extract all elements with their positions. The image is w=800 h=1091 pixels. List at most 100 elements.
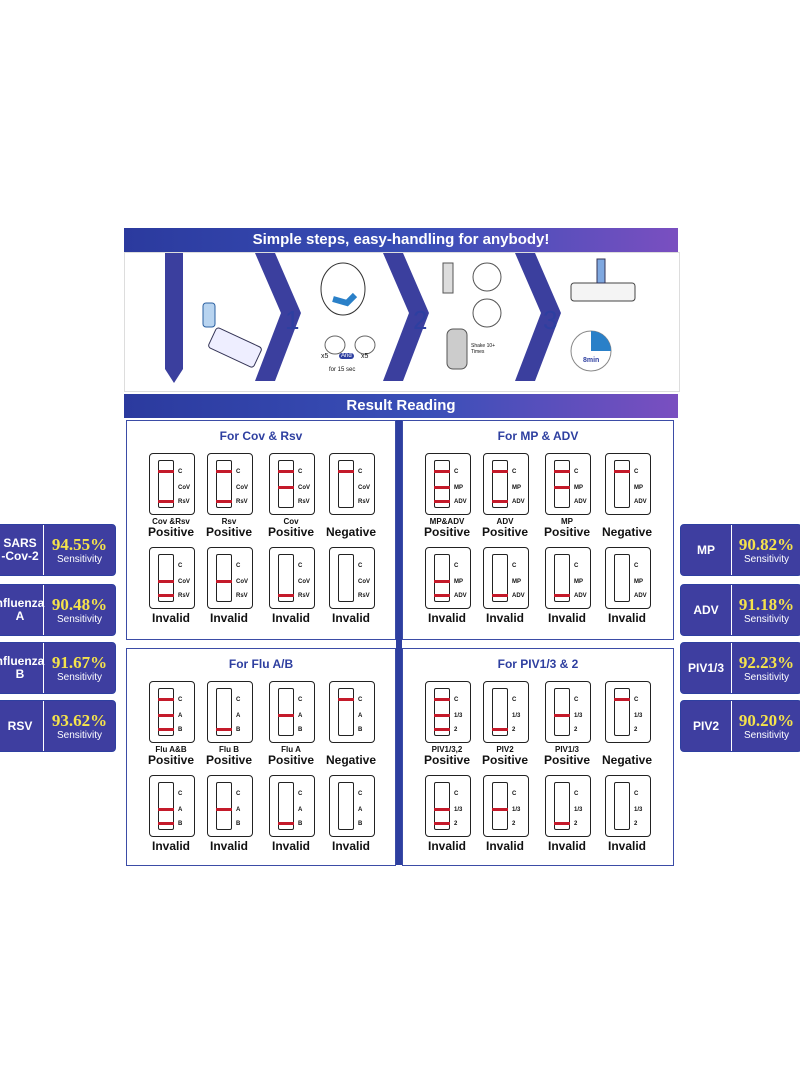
- sensitivity-label: Sensitivity: [56, 613, 102, 625]
- result-title: Result Reading: [346, 397, 456, 414]
- strip-marker-label: CoV: [236, 579, 248, 585]
- strip-marker-label: 1/3: [454, 807, 463, 813]
- pathogen-name: nfluenza B: [0, 654, 45, 681]
- caption-detail: Cov &Rsv: [152, 517, 190, 526]
- strip-marker-label: A: [178, 807, 183, 813]
- pathogen-name: RSV: [7, 718, 33, 733]
- strip-marker-label: MP: [574, 579, 583, 585]
- result-line: [434, 594, 450, 597]
- result-line: [434, 698, 450, 701]
- sensitivity-value-box: 90.48%Sensitivity: [43, 585, 115, 635]
- invalid-label: Invalid: [427, 611, 466, 625]
- strip-marker-label: RsV: [298, 593, 310, 599]
- result-caption: Negative: [593, 517, 661, 539]
- strip-marker-label: C: [178, 791, 183, 797]
- pathogen-name: nfluenza A: [0, 596, 45, 623]
- timer-label: 8min: [583, 357, 600, 364]
- strip-window: [158, 460, 174, 508]
- result-line: [278, 594, 294, 597]
- sensitivity-label: Sensitivity: [56, 671, 102, 683]
- panel-title: For MP & ADV: [497, 429, 579, 443]
- strip-marker-label: CoV: [178, 485, 190, 491]
- steps-banner: Simple steps, easy-handling for anybody!: [124, 228, 678, 252]
- result-line: [492, 470, 508, 473]
- caption-result: Positive: [205, 525, 253, 539]
- caption-result: Positive: [423, 753, 471, 767]
- strip-marker-label: 1/3: [454, 713, 463, 719]
- strip-marker-label: C: [512, 563, 517, 569]
- caption-detail: PIV1/3,2: [431, 745, 463, 754]
- strip-marker-label: C: [454, 697, 459, 703]
- strip-marker-label: B: [236, 821, 241, 827]
- strip-marker-label: C: [178, 563, 183, 569]
- strip-marker-label: A: [236, 713, 241, 719]
- strip-marker-label: C: [512, 791, 517, 797]
- strip-window: [434, 554, 450, 602]
- result-caption: Negative: [317, 517, 385, 539]
- strip-marker-label: C: [236, 563, 241, 569]
- strip-marker-label: C: [634, 697, 639, 703]
- result-line: [434, 486, 450, 489]
- panel-title: For Cov & Rsv: [219, 429, 303, 443]
- strip-window: [614, 782, 630, 830]
- result-line: [216, 580, 232, 583]
- strip-window: [434, 688, 450, 736]
- result-line: [216, 470, 232, 473]
- result-caption: Negative: [593, 745, 661, 767]
- swab-count-left: x5: [321, 353, 329, 360]
- invalid-label: Invalid: [331, 611, 370, 625]
- strip-window: [492, 460, 508, 508]
- result-line: [554, 714, 570, 717]
- strip-window: [492, 782, 508, 830]
- result-line: [554, 594, 570, 597]
- result-line: [614, 698, 630, 701]
- sensitivity-value-box: 91.18%Sensitivity: [731, 585, 800, 635]
- strip-marker-label: C: [178, 697, 183, 703]
- strip-marker-label: RsV: [178, 499, 190, 505]
- panel-title: For Flu A/B: [228, 657, 294, 671]
- strip-window: [216, 554, 232, 602]
- strip-marker-label: B: [358, 821, 363, 827]
- strip-marker-label: ADV: [512, 593, 525, 599]
- strip-marker-label: CoV: [358, 485, 370, 491]
- strip-marker-label: A: [298, 713, 303, 719]
- strip-marker-label: MP: [512, 485, 521, 491]
- caption-result: Positive: [481, 753, 529, 767]
- strip-marker-label: 2: [634, 727, 638, 733]
- strip-marker-label: MP: [574, 485, 583, 491]
- strip-marker-label: C: [298, 469, 303, 475]
- sensitivity-value-box: 93.62%Sensitivity: [43, 701, 115, 751]
- strip-marker-label: ADV: [574, 499, 587, 505]
- result-line: [434, 728, 450, 731]
- result-line: [338, 470, 354, 473]
- strip-window: [338, 688, 354, 736]
- strip-marker-label: RsV: [358, 499, 370, 505]
- sensitivity-value-box: 92.23%Sensitivity: [731, 643, 800, 693]
- strip-marker-label: C: [298, 563, 303, 569]
- caption-result: Positive: [205, 753, 253, 767]
- pathogen-name: PIV2: [692, 718, 719, 733]
- strip-marker-label: MP: [634, 485, 643, 491]
- caption-result: Negative: [601, 753, 653, 767]
- caption-detail: MP&ADV: [429, 517, 465, 526]
- swab-duration: for 15 sec: [329, 367, 356, 373]
- strip-marker-label: C: [574, 791, 579, 797]
- result-line: [278, 714, 294, 717]
- strip-marker-label: C: [634, 563, 639, 569]
- strip-marker-label: ADV: [512, 499, 525, 505]
- invalid-label: Invalid: [485, 839, 524, 853]
